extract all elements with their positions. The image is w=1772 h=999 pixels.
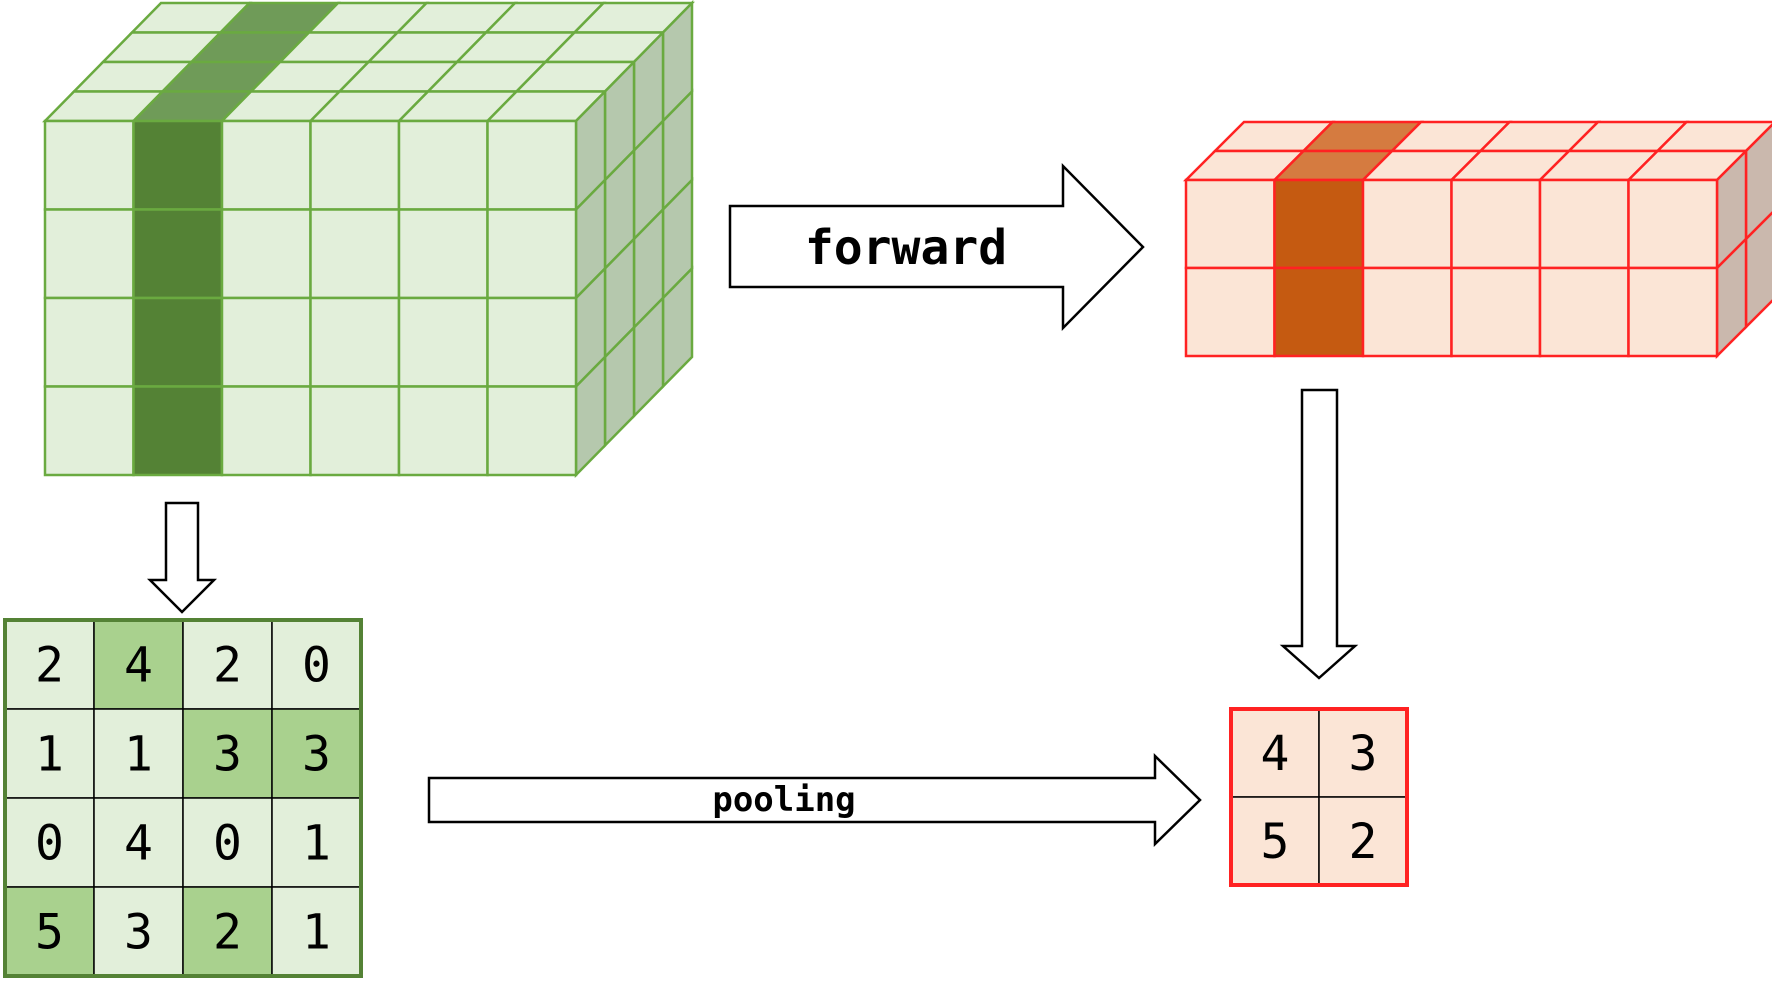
front-cell [1361, 178, 1453, 270]
cell-value: 1 [124, 727, 153, 783]
cell-value: 3 [302, 727, 331, 783]
pooled-cell [1230, 796, 1320, 886]
down-arrow-right [1279, 388, 1359, 680]
front-cell [1450, 266, 1542, 358]
front-cell [1184, 266, 1276, 358]
pooled-value: 3 [1349, 726, 1378, 782]
cell-value: 2 [35, 638, 64, 694]
front-cell [486, 208, 578, 300]
pooled-border [1229, 707, 1409, 887]
cell-value: 3 [213, 727, 242, 783]
cell-value: 0 [35, 816, 64, 872]
front-cell [486, 385, 578, 477]
pooled-matrix: 4 3 5 2 [1229, 707, 1409, 887]
pooled-value: 5 [1261, 814, 1290, 870]
matrix-border [3, 618, 363, 978]
highlight-front-cell [132, 385, 224, 477]
down-arrow-left [146, 501, 218, 614]
front-cell [1627, 266, 1719, 358]
front-cell [43, 385, 135, 477]
front-cell [486, 119, 578, 211]
cell-value: 5 [35, 905, 64, 961]
front-cell [220, 385, 312, 477]
cell-value: 0 [213, 816, 242, 872]
highlight-front-cell [132, 119, 224, 211]
pooled-cell [1318, 796, 1408, 886]
front-cell [1627, 178, 1719, 270]
pooling-label: pooling [712, 780, 855, 820]
front-cell [397, 119, 489, 211]
front-cell [220, 208, 312, 300]
front-cell [220, 119, 312, 211]
input-matrix: 2 4 2 0 1 1 3 3 0 4 0 1 5 3 2 1 [3, 618, 363, 978]
highlight-front-cell [132, 208, 224, 300]
pooled-cell [1230, 708, 1320, 798]
pooled-value: 2 [1349, 814, 1378, 870]
cell-value: 1 [302, 816, 331, 872]
cell-value: 4 [124, 816, 153, 872]
front-cell [43, 208, 135, 300]
highlight-front-cell [132, 296, 224, 388]
forward-label: forward [805, 220, 1007, 276]
front-cell [43, 296, 135, 388]
front-cell [1361, 266, 1453, 358]
front-cell [309, 296, 401, 388]
cell-value: 0 [302, 638, 331, 694]
input-feature-volume [42, 0, 695, 479]
front-cell [1538, 178, 1630, 270]
front-cell [397, 208, 489, 300]
forward-arrow: forward [728, 162, 1145, 332]
pooling-arrow: pooling [427, 753, 1202, 847]
front-cell [1538, 266, 1630, 358]
output-feature-volume [1182, 120, 1772, 360]
pooled-value: 4 [1261, 726, 1290, 782]
cell-value: 2 [213, 638, 242, 694]
cell-value: 1 [35, 727, 64, 783]
cell-value: 1 [302, 905, 331, 961]
front-cell [1450, 178, 1542, 270]
front-cell [309, 119, 401, 211]
front-cell [220, 296, 312, 388]
highlight-front-cell [1273, 266, 1365, 358]
cell-value: 4 [124, 638, 153, 694]
matrix-cell [271, 619, 362, 710]
front-cell [309, 385, 401, 477]
front-cell [397, 296, 489, 388]
matrix-cell [4, 619, 95, 710]
front-cell [1184, 178, 1276, 270]
front-cell [486, 296, 578, 388]
matrix-cell [93, 886, 184, 977]
highlight-front-cell [1273, 178, 1365, 270]
cell-value: 3 [124, 905, 153, 961]
front-cell [43, 119, 135, 211]
cell-value: 2 [213, 905, 242, 961]
front-cell [309, 208, 401, 300]
front-cell [397, 385, 489, 477]
